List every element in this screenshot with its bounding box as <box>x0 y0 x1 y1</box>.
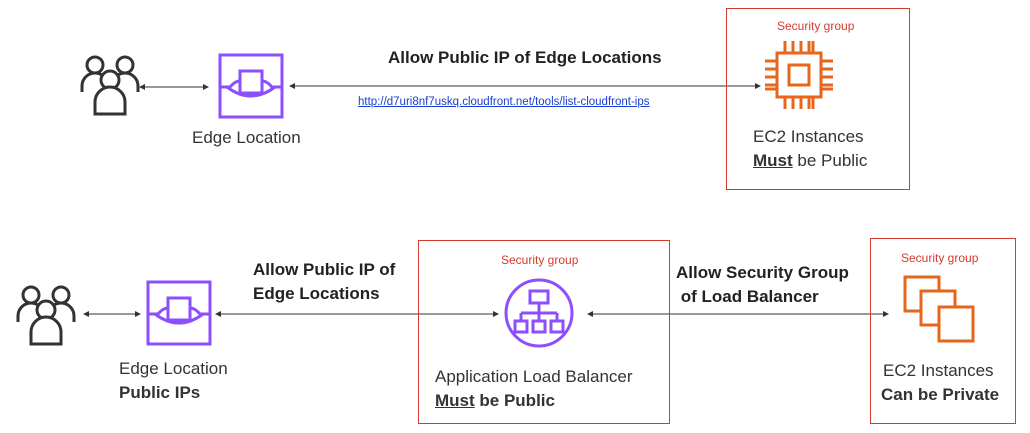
load-balancer-icon <box>504 278 574 348</box>
be-public-text: be Public <box>792 151 868 170</box>
must-text: Must <box>753 151 793 170</box>
edge-location-icon <box>218 53 284 119</box>
be-public-text: be Public <box>474 391 555 410</box>
security-group-label: Security group <box>777 19 855 33</box>
security-group-label: Security group <box>501 253 579 267</box>
alb-caption-line1: Application Load Balancer <box>435 367 633 386</box>
security-group-label: Security group <box>901 251 979 265</box>
arrow-label-edge-alb-line2: Edge Locations <box>253 284 380 303</box>
edge-location-icon <box>146 280 212 346</box>
must-text: Must <box>435 391 475 410</box>
ec2-instances-icon <box>903 275 975 343</box>
arrow-label-alb-ec2-line1: Allow Security Group <box>676 263 849 282</box>
arrow-label-alb-ec2-line2: of Load Balancer <box>676 287 819 306</box>
ec2-chip-icon <box>765 41 833 109</box>
ec2-caption-top-line2: Must be Public <box>753 151 867 171</box>
cloudfront-ip-list-link[interactable]: http://d7uri8nf7uskq.cloudfront.net/tool… <box>358 96 650 108</box>
public-ips-caption: Public IPs <box>119 383 201 402</box>
users-icon <box>16 285 76 346</box>
ec2-caption-bottom-line1: EC2 Instances <box>883 361 994 380</box>
security-group-alb: Security group Application Load Balancer… <box>418 240 670 424</box>
arrow-label-top: Allow Public IP of Edge Locations <box>388 48 662 67</box>
edge-location-caption-top: Edge Location <box>192 128 301 147</box>
users-icon <box>80 55 140 116</box>
security-group-ec2-top: Security group EC2 Instances Must be Pub… <box>726 8 910 190</box>
can-be-private-caption: Can be Private <box>881 385 1000 404</box>
security-group-ec2-bottom: Security group EC2 Instances Can be Priv… <box>870 238 1016 424</box>
ec2-caption-top-line1: EC2 Instances <box>753 127 864 146</box>
arrow-label-edge-alb-line1: Allow Public IP of <box>253 260 396 279</box>
alb-caption-line2: Must be Public <box>435 391 555 411</box>
edge-location-caption-bottom: Edge Location <box>119 359 228 378</box>
